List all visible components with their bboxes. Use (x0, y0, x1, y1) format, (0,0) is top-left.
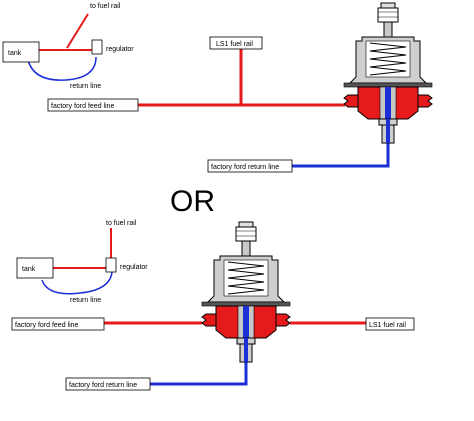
bottom-regulator-illustration (201, 221, 291, 363)
bottom-return-line-label: return line (70, 297, 101, 304)
top-return-label-box (207, 159, 293, 173)
top-return-line (27, 56, 97, 81)
top-return-line-label: return line (70, 83, 101, 90)
bottom-feed-label-box (11, 317, 105, 331)
top-return-pipe (292, 140, 390, 168)
bottom-return-line (41, 271, 113, 295)
bottom-diagram: tank regulator to fuel rail return line … (11, 220, 415, 391)
bottom-factory-return-label: factory ford return line (69, 382, 137, 389)
bottom-regulator-box (105, 257, 117, 273)
top-ls1-label: LS1 fuel rail (216, 41, 253, 48)
top-regulator-box (91, 39, 103, 55)
top-to-fuel-rail-label: to fuel rail (90, 3, 121, 10)
bottom-return-label-box (65, 377, 151, 391)
top-schematic: tank regulator to fuel rail return line (2, 3, 134, 90)
bottom-to-fuel-rail-label: to fuel rail (106, 220, 137, 227)
top-feed-label-box (47, 98, 139, 112)
bottom-feed-label: factory ford feed line (15, 322, 79, 329)
top-factory-return-label: factory ford return line (211, 164, 279, 171)
top-regulator-illustration (343, 2, 433, 144)
bottom-ls1-label-box (365, 317, 415, 331)
top-to-rail-line (66, 13, 89, 49)
bottom-tank-label: tank (22, 266, 36, 273)
top-regulator-label: regulator (106, 46, 134, 53)
bottom-ls1-label: LS1 fuel rail (369, 322, 406, 329)
top-ls1-label-box (209, 36, 263, 50)
or-label: OR (170, 185, 215, 218)
top-tank-label: tank (8, 50, 22, 57)
top-diagram: tank regulator to fuel rail return line … (2, 2, 433, 173)
bottom-regulator-label: regulator (120, 264, 148, 271)
bottom-return-pipe (150, 361, 248, 386)
bottom-schematic: tank regulator to fuel rail return line (16, 220, 148, 304)
bottom-tank-box (16, 257, 54, 279)
top-tank-box (2, 41, 40, 63)
top-feed-label: factory ford feed line (51, 103, 115, 110)
